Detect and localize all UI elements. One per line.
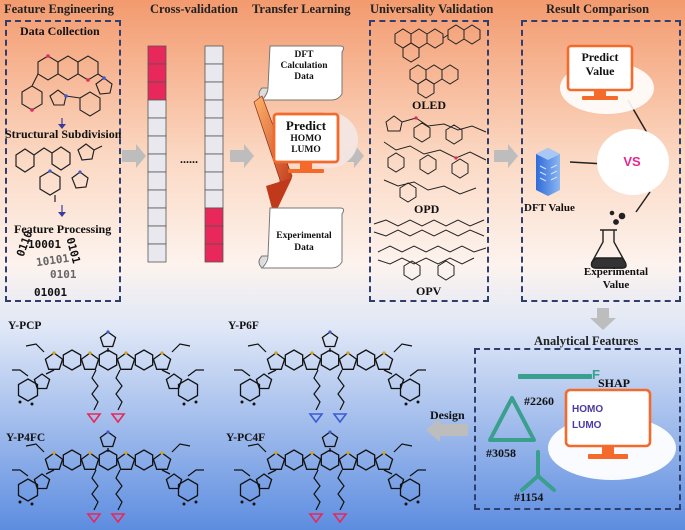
label-feature-1154: #1154 [514, 490, 544, 504]
flask-icon [590, 210, 627, 269]
cv-cell [147, 81, 167, 101]
label-design: Design [430, 408, 465, 422]
title-transfer-learning: Transfer Learning [252, 2, 351, 16]
label-shap-lumo: LUMO [572, 420, 602, 431]
label-shap-homo: HOMO [572, 404, 604, 415]
cv-cell [147, 171, 167, 191]
label-predict: Predict [285, 118, 327, 133]
label-f-symbol: F [592, 367, 600, 382]
data-collection-atoms [30, 54, 90, 112]
label-feature-3058: #3058 [486, 446, 516, 460]
shap-monitor [548, 388, 676, 480]
label-data-collection: Data Collection [20, 24, 100, 38]
title-feature-engineering: Feature Engineering [4, 2, 114, 16]
cv-cell [204, 243, 224, 263]
label-predict-value: Predict Value [581, 50, 619, 78]
cv-cell [204, 225, 224, 245]
binary-line-6: 01001 [34, 286, 68, 299]
design-arrow [426, 418, 468, 442]
y-series-molecules [12, 330, 426, 524]
label-y-pc4f: Y-PC4F [226, 432, 266, 444]
label-y-p4fc: Y-P4FC [6, 432, 46, 444]
label-experimental-data: Experimental Data [276, 231, 332, 253]
cv-cell [147, 207, 167, 227]
cv-cell [204, 207, 224, 227]
label-feature-processing: Feature Processing [14, 222, 112, 236]
predict-value-monitor [560, 44, 654, 114]
arrow-down-1 [58, 118, 66, 129]
cv-cell [204, 99, 224, 119]
label-structural-subdivision: Structural Subdivision [5, 127, 122, 141]
tripod-icon [520, 450, 556, 492]
y-molecule [12, 430, 204, 524]
analytical-features-box [474, 348, 681, 510]
oled-molecules [394, 24, 481, 99]
arrow-down-2 [58, 205, 66, 217]
label-dft-value: DFT Value [524, 202, 575, 214]
y-molecule [234, 430, 426, 524]
universality-validation-box [369, 20, 489, 302]
binary-line-5: 0101 [50, 268, 77, 281]
cv-cell [147, 63, 167, 83]
title-cross-validation: Cross-validation [150, 2, 238, 16]
title-result-comparison: Result Comparison [546, 2, 650, 16]
binary-line-1: 10001 [28, 238, 62, 251]
label-experimental-value: Experimental Value [583, 266, 649, 291]
label-y-pcp: Y-PCP [8, 320, 42, 332]
cv-cell [204, 45, 224, 65]
cv-cell [204, 81, 224, 101]
cv-cell [147, 117, 167, 137]
vs-circle [597, 129, 669, 195]
triangle-icon [488, 396, 536, 442]
label-opd: OPD [414, 202, 440, 216]
structural-subdivision-sketch [15, 143, 103, 202]
cv-ellipsis: ...... [180, 152, 198, 166]
cv-cell [147, 99, 167, 119]
predict-monitor [272, 112, 358, 173]
cv-cell [204, 171, 224, 191]
cv-cell [147, 189, 167, 209]
cv-column-right [204, 45, 224, 263]
cv-cell [147, 45, 167, 65]
cv-cell [147, 135, 167, 155]
label-vs: VS [623, 154, 641, 169]
label-dft-calculation-data: DFT Calculation Data [280, 50, 328, 82]
label-feature-2260: #2260 [524, 394, 554, 408]
y-molecule [12, 330, 204, 424]
title-universality-validation: Universality Validation [370, 2, 494, 16]
label-opv: OPV [416, 284, 442, 298]
arrow-down-result [590, 308, 616, 330]
arrow-right-2 [230, 144, 254, 168]
y-molecule [234, 330, 426, 424]
cv-cell [147, 225, 167, 245]
server-icon [536, 148, 560, 196]
result-comparison-box [521, 20, 681, 302]
cv-cell [147, 153, 167, 173]
cv-cell [204, 63, 224, 83]
label-y-p6f: Y-P6F [228, 320, 259, 332]
f-bar-icon [518, 374, 592, 379]
label-lumo: LUMO [291, 145, 321, 155]
experimental-scroll [258, 207, 345, 269]
arrow-right-4 [494, 144, 518, 168]
title-analytical-features: Analytical Features [534, 334, 639, 348]
cv-cell [147, 243, 167, 263]
feature-engineering-box [5, 20, 121, 302]
cv-column-left [147, 45, 167, 263]
cv-cell [204, 189, 224, 209]
label-shap: SHAP [598, 376, 631, 390]
cv-cell [204, 153, 224, 173]
cv-cell [204, 117, 224, 137]
arrow-right-1 [122, 144, 146, 168]
label-homo: HOMO [290, 134, 322, 144]
opv-molecules [373, 219, 487, 281]
label-oled: OLED [412, 98, 447, 112]
cv-cell [204, 135, 224, 155]
